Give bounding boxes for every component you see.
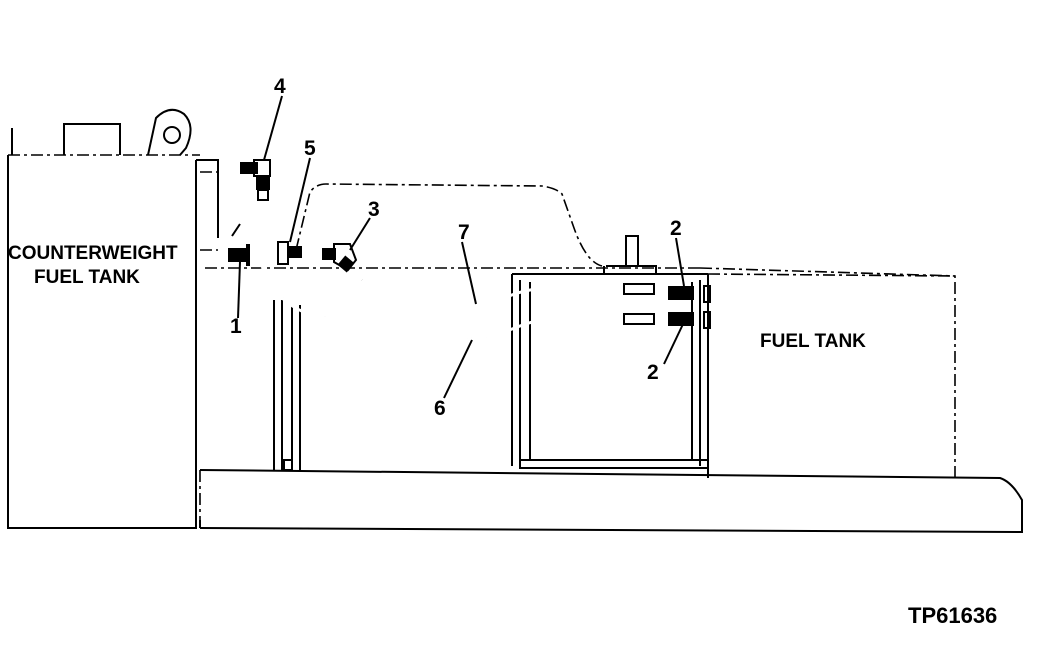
counterweight-fuel-tank [7,108,219,529]
leader-lines [237,95,685,399]
callout-1: 1 [230,315,242,338]
figure-id: TP61636 [908,603,997,628]
callout-6: 6 [434,397,446,420]
machine-frame [199,267,1023,534]
fitting-2-lower [623,312,694,326]
callout-5: 5 [304,137,316,160]
hose-7 [260,196,628,320]
fitting-5 [277,241,302,265]
counterweight-tank-label-line1: COUNTERWEIGHT [8,243,178,264]
fitting-2-upper [623,283,694,300]
callout-7: 7 [458,221,470,244]
callout-2-lower: 2 [647,361,659,384]
counterweight-tank-label-line2: FUEL TANK [34,267,140,288]
main-fuel-tank [703,273,956,478]
callout-4: 4 [274,75,286,98]
fitting-4-elbow [240,159,271,201]
hose-6 [360,278,628,342]
upper-cover-outline [295,183,603,267]
main-fuel-tank-label: FUEL TANK [760,331,866,352]
mounting-posts [273,300,301,471]
callout-3: 3 [368,198,380,221]
center-bracket [511,235,709,469]
callout-2-upper: 2 [670,217,682,240]
fitting-1 [228,223,250,266]
fitting-3-elbow [322,243,358,273]
